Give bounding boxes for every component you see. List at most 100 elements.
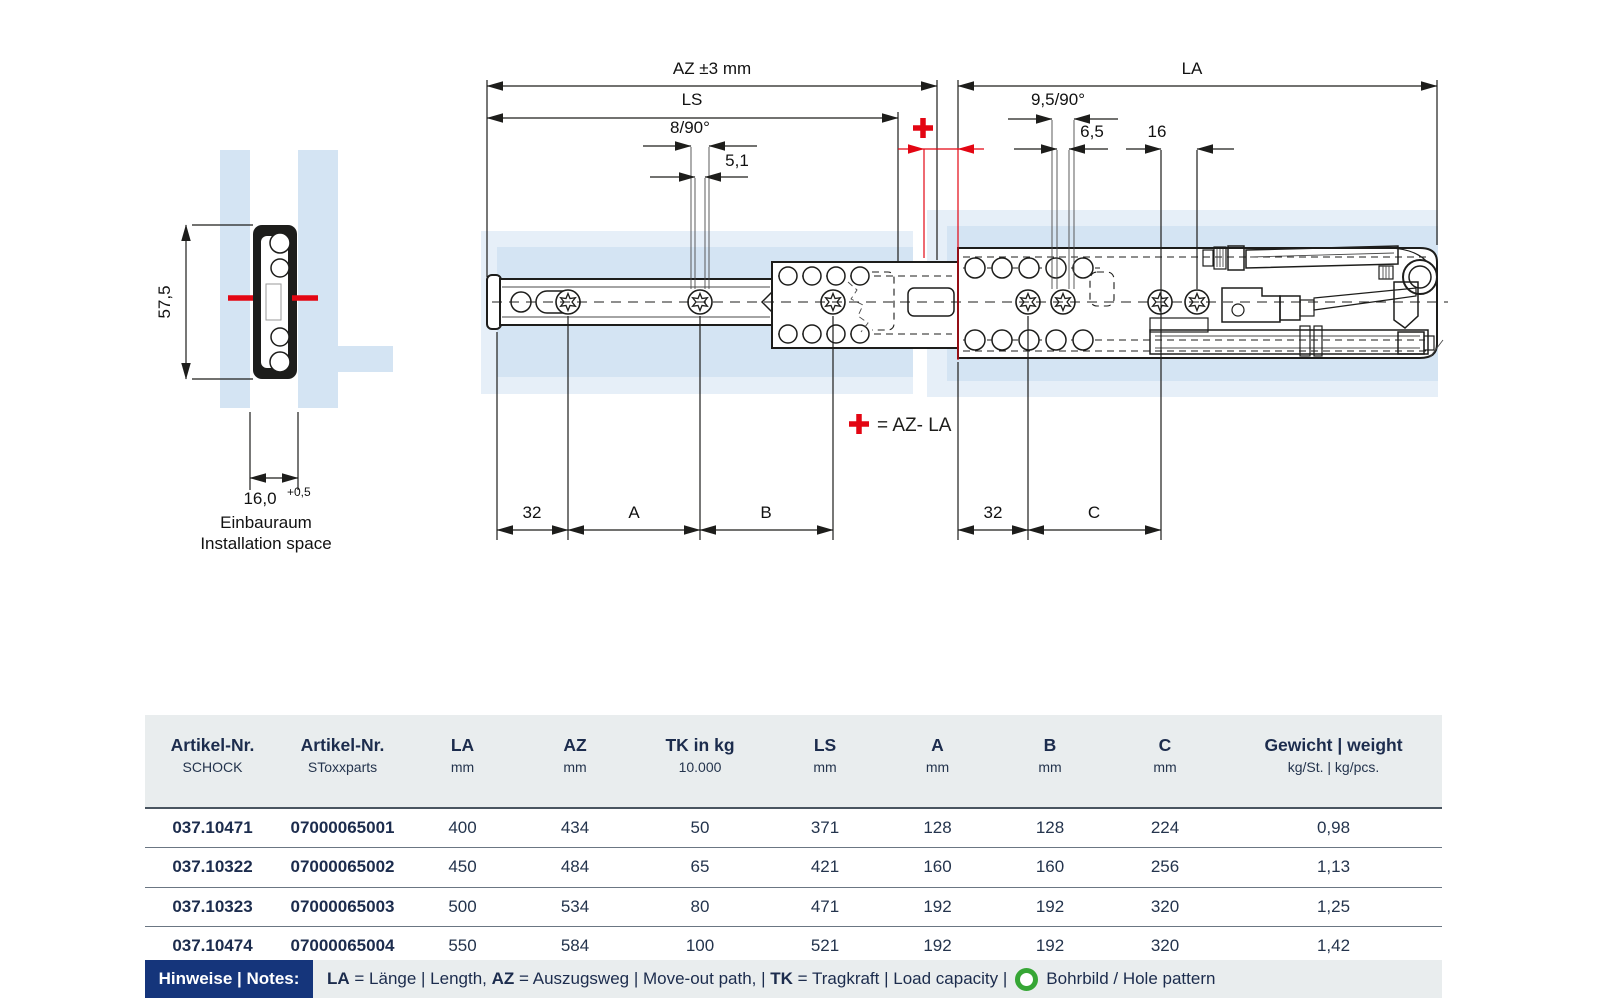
table-cell: 550 — [448, 935, 477, 955]
table-cell: 0,98 — [1316, 818, 1351, 838]
table-cell: 100 — [685, 935, 715, 955]
dim-hole-rear-spacing-label: 16 — [1148, 122, 1167, 141]
self-close-mechanism — [1149, 245, 1444, 358]
dim-57-5: 57,5 — [155, 224, 253, 380]
table-cell: 534 — [560, 896, 590, 916]
table-cell: 192 — [923, 896, 952, 916]
table-cell: 320 — [1150, 935, 1180, 955]
notes-text: LA = Länge | Length, AZ = Auszugsweg | M… — [313, 960, 1442, 998]
table-cell: 037.10471 — [172, 818, 253, 838]
hole-pattern-icon — [1015, 967, 1039, 991]
table-cell: 224 — [1150, 818, 1180, 838]
column-label: TK in kg — [665, 735, 735, 755]
caption-einbauraum: Einbauraum — [220, 513, 312, 532]
column-unit: mm — [813, 759, 837, 776]
table-cell: 1,13 — [1316, 857, 1351, 877]
table-header-cell: Artikel-Nr. SCHOCK — [145, 715, 280, 775]
slide-profile — [253, 225, 297, 379]
table-header-cell: LS mm — [770, 715, 880, 775]
technical-drawing: 57,5 16,0 +0,5 Einbauraum Installation s… — [155, 59, 1448, 553]
column-unit: mm — [1038, 759, 1062, 776]
table-cell: 07000065001 — [290, 818, 395, 838]
dim-hole-front-pitch-label: 8/90° — [670, 118, 710, 137]
column-unit: mm — [563, 759, 587, 776]
table-cell: 037.10322 — [172, 857, 253, 877]
dim-hole-front-width-label: 5,1 — [725, 151, 749, 170]
slide-rear-view — [957, 245, 1444, 359]
table-header-row: Artikel-Nr. SCHOCK Artikel-Nr. SToxxparts LA… — [145, 715, 1442, 809]
table-cell: 037.10323 — [172, 896, 253, 916]
column-label: LA — [450, 735, 475, 755]
table-cell: 192 — [1035, 896, 1065, 916]
column-label: A — [931, 735, 944, 755]
red-offset-legend: = AZ- LA — [849, 414, 952, 436]
table-cell: 484 — [560, 857, 590, 877]
hole-pattern-label: Bohrbild / Hole pattern — [1046, 969, 1216, 988]
notes-bar: Hinweise | Notes: LA = Länge | Length, A… — [145, 960, 1442, 998]
notes-title: Hinweise | Notes: — [145, 960, 313, 998]
table-cell: 160 — [923, 857, 952, 877]
dim-16-0: 16,0 +0,5 — [243, 412, 311, 508]
column-label: LS — [813, 735, 837, 755]
dimension-annotations: AZ ±3 mm LS LA 8/90° 5,1 9,5/90° 6,5 16 … — [486, 59, 1438, 540]
table-cell: 1,42 — [1316, 935, 1351, 955]
dim-width-label: 16,0 — [243, 489, 276, 508]
column-label: Artikel-Nr. — [170, 735, 255, 755]
column-label: C — [1158, 735, 1172, 755]
column-unit: SCHOCK — [182, 759, 243, 776]
dim-hole-rear-pitch-label: 9,5/90° — [1031, 90, 1085, 109]
table-cell: 500 — [448, 896, 477, 916]
installation-panel — [298, 150, 338, 408]
dim-la-label: LA — [1182, 59, 1203, 78]
column-unit: mm — [450, 759, 475, 776]
dim-b-label: B — [760, 503, 771, 522]
hidden-part-outline — [1089, 271, 1115, 307]
dim-ls-label: LS — [682, 90, 703, 109]
cushion-block — [907, 287, 955, 317]
legend-az-la-label: = AZ- LA — [877, 415, 952, 436]
dim-rear-offset-label: 32 — [984, 503, 1003, 522]
column-unit: mm — [1153, 759, 1177, 776]
table-cell: 192 — [923, 935, 952, 955]
dim-a-label: A — [628, 503, 640, 522]
column-unit: 10.000 — [678, 759, 722, 776]
hidden-part-outline — [872, 271, 895, 331]
table-cell: 50 — [690, 818, 710, 838]
notes-definitions: LA = Länge | Length, AZ = Auszugsweg | M… — [327, 969, 1008, 988]
column-unit: SToxxparts — [307, 759, 378, 776]
column-unit: kg/St. | kg/pcs. — [1287, 759, 1380, 776]
installation-panel — [220, 150, 250, 408]
table-cell: 160 — [1035, 857, 1065, 877]
column-label: Artikel-Nr. — [300, 735, 385, 755]
table-cell: 192 — [1035, 935, 1065, 955]
table-cell: 371 — [810, 818, 840, 838]
table-header-cell: LA mm — [405, 715, 520, 775]
table-cell: 07000065002 — [290, 857, 395, 877]
table-cell: 584 — [560, 935, 590, 955]
product-table: Artikel-Nr. SCHOCK Artikel-Nr. SToxxparts LA… — [145, 715, 1442, 965]
table-cell: 07000065004 — [290, 935, 395, 955]
table-cell: 471 — [810, 896, 840, 916]
table-cell: 400 — [448, 818, 477, 838]
column-unit: mm — [925, 759, 950, 776]
table-header-cell: TK in kg 10.000 — [630, 715, 770, 775]
table-cell: 037.10474 — [172, 935, 253, 955]
table-cell: 07000065003 — [290, 896, 395, 916]
table-header-cell: Artikel-Nr. SToxxparts — [280, 715, 405, 775]
red-offset-annotation: = AZ- LA — [849, 118, 984, 436]
table-cell: 521 — [810, 935, 840, 955]
table-cell: 80 — [690, 896, 710, 916]
column-label: B — [1043, 735, 1057, 755]
table-cell: 434 — [560, 818, 590, 838]
table-cell: 128 — [923, 818, 952, 838]
table-cell: 421 — [810, 857, 840, 877]
